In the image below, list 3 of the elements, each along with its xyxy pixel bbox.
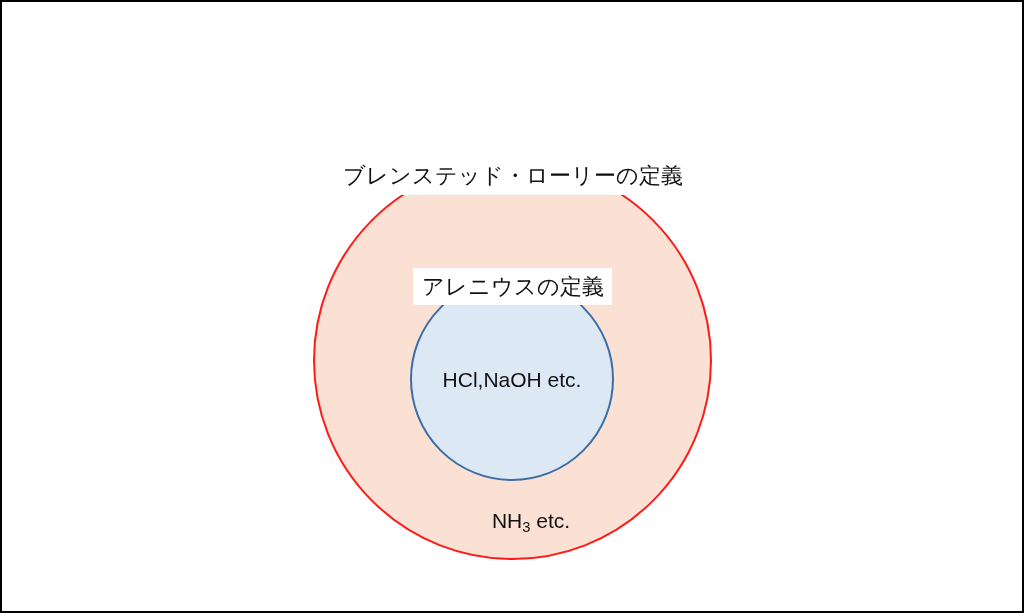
circle-heading: アレニウスの定義 <box>413 268 612 305</box>
circle-label: NH$_{3}$ etc. <box>491 508 571 534</box>
circle-label: HCl,NaOH etc. <box>442 367 582 393</box>
